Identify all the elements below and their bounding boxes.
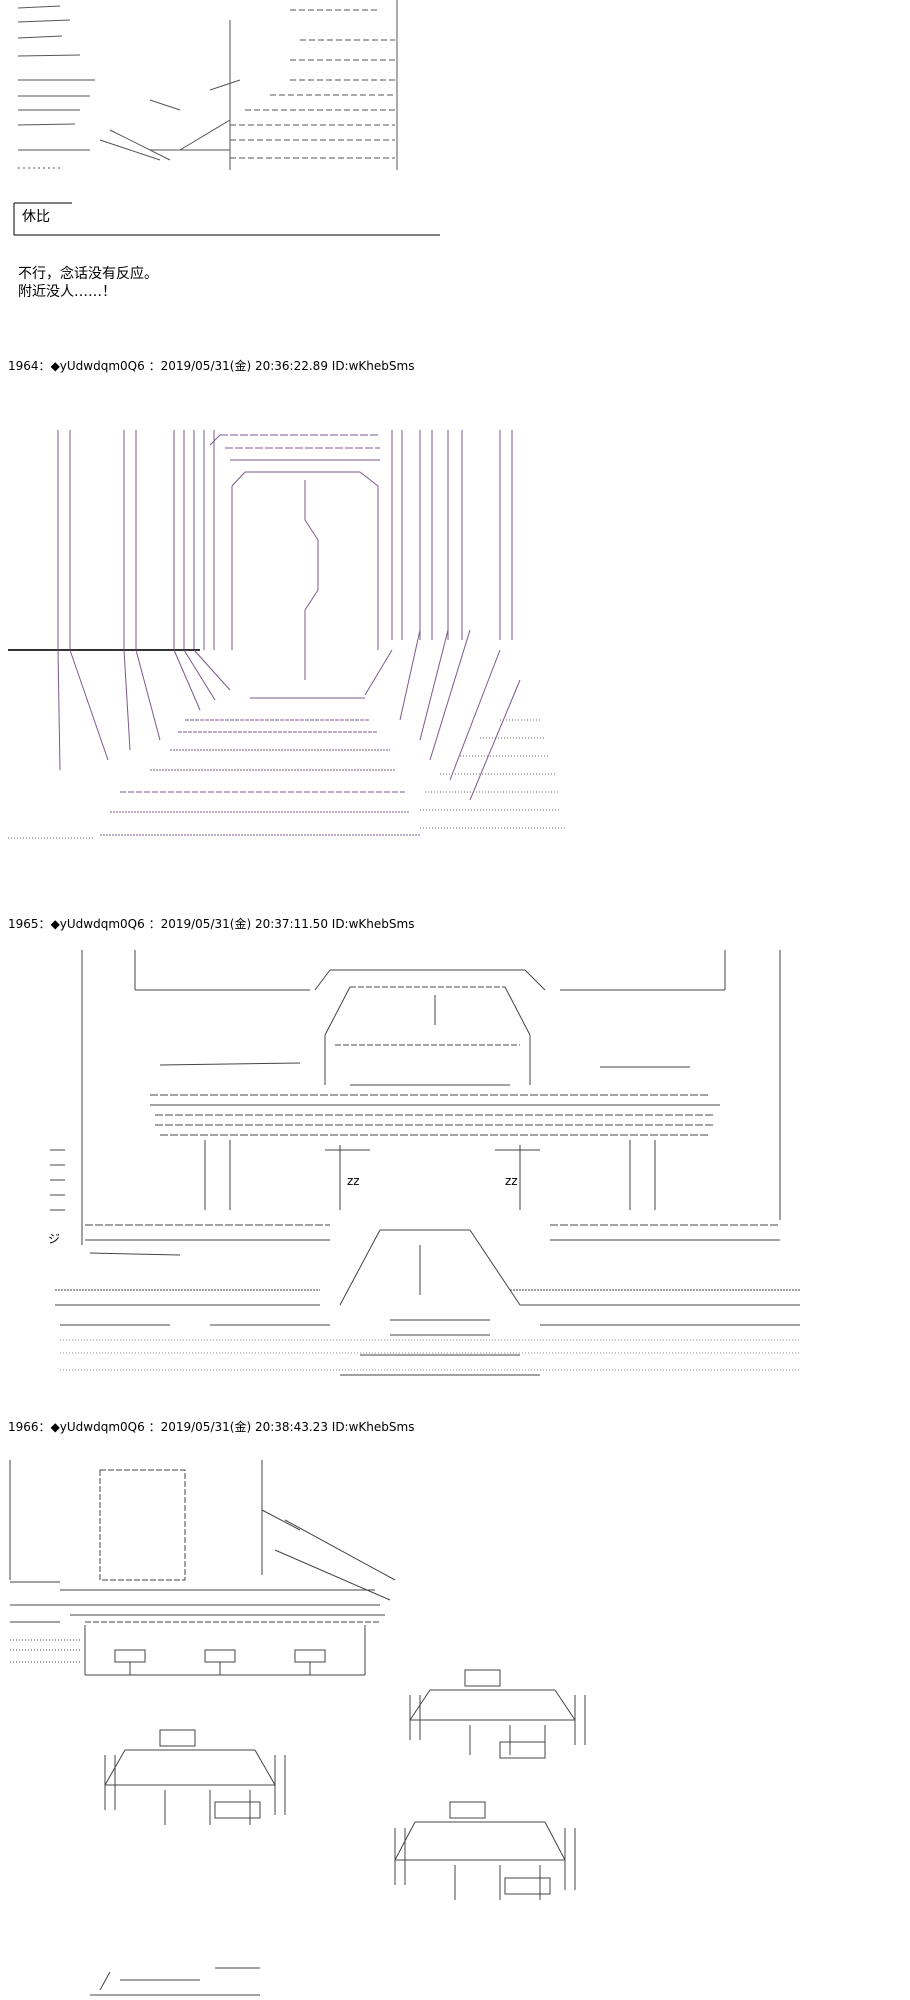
post-trip: ◆yUdwdqm0Q6 xyxy=(50,1420,145,1434)
post-trip: ◆yUdwdqm0Q6 xyxy=(50,917,145,931)
post-id: ID:wKhebSms xyxy=(331,1420,415,1434)
post-number: 1966 xyxy=(8,1420,39,1434)
dialogue-line-2: 附近没人……！ xyxy=(18,284,116,300)
hall-bridge-ascii-art xyxy=(50,950,800,1376)
post-trip: ◆yUdwdqm0Q6 xyxy=(50,359,145,373)
table-group-b xyxy=(104,1729,286,1825)
art-zz-right: zz xyxy=(505,1174,518,1188)
post-date: 2019/05/31 xyxy=(160,917,230,931)
dialogue: 不行，念话没有反应。 附近没人……！ xyxy=(18,265,158,301)
post-header-1964: 1964：◆yUdwdqm0Q6 ：2019/05/31(金) 20:36:22… xyxy=(8,359,415,373)
corridor-door-ascii-art xyxy=(8,430,565,839)
post-id: ID:wKhebSms xyxy=(331,359,415,373)
post-header-1966: 1966：◆yUdwdqm0Q6 ：2019/05/31(金) 20:38:43… xyxy=(8,1420,415,1434)
table-group-c xyxy=(394,1801,576,1900)
post-date: 2019/05/31 xyxy=(160,1420,230,1434)
post-weekday: 金 xyxy=(234,359,247,373)
speaker-name: 休比 xyxy=(22,209,50,225)
post-date: 2019/05/31 xyxy=(160,359,230,373)
dialogue-line-1: 不行，念话没有反应。 xyxy=(18,266,158,282)
post-header-1965: 1965：◆yUdwdqm0Q6 ：2019/05/31(金) 20:37:11… xyxy=(8,917,415,931)
post-number: 1964 xyxy=(8,359,39,373)
post-weekday: 金 xyxy=(234,1420,247,1434)
art-zz-left: zz xyxy=(347,1174,360,1188)
post-number: 1965 xyxy=(8,917,39,931)
post-time: 20:36:22.89 xyxy=(254,359,328,373)
post-time: 20:37:11.50 xyxy=(254,917,328,931)
post-weekday: 金 xyxy=(234,917,247,931)
table-group-a xyxy=(409,1669,586,1759)
top-ascii-art xyxy=(17,0,398,170)
cafeteria-ascii-art xyxy=(9,1460,586,1996)
speaker-box-frame xyxy=(13,202,440,236)
post-id: ID:wKhebSms xyxy=(331,917,415,931)
post-time: 20:38:43.23 xyxy=(254,1420,328,1434)
art-katakana-mark: ジ xyxy=(48,1232,61,1246)
